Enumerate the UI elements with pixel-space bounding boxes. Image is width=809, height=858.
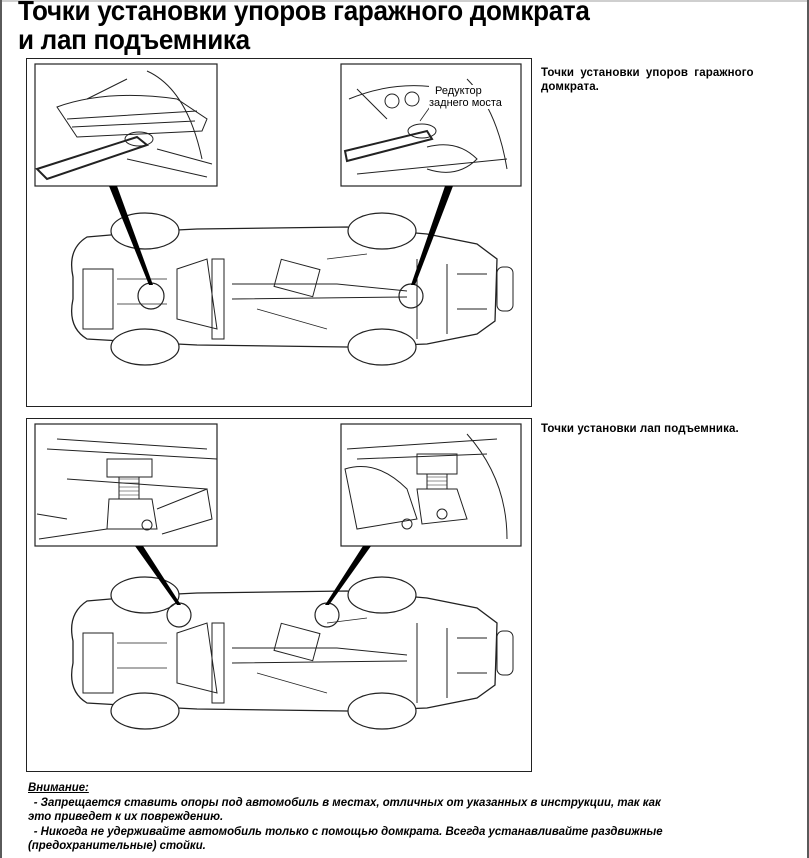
inset-front-jack-point bbox=[34, 63, 218, 187]
inset-front-lift-point bbox=[34, 423, 218, 547]
warning-heading: Внимание: bbox=[28, 780, 89, 794]
leader-line-front bbox=[109, 186, 153, 285]
callout-rear-differential-label: Редуктор заднего моста bbox=[429, 85, 502, 109]
warning-item-1-line-2: это приведет к их повреждению. bbox=[28, 809, 224, 823]
jack-point-rear-marker bbox=[398, 283, 424, 309]
page-title: Точки установки упоров гаражного домкрат… bbox=[18, 0, 590, 54]
car-underbody-outline bbox=[70, 590, 498, 712]
warning-item-1-line-1: - Запрещается ставить опоры под автомоби… bbox=[33, 794, 661, 809]
car-underbody-outline bbox=[70, 226, 498, 348]
caption-lift-arm-points: Точки установки лап подъемника. bbox=[541, 423, 739, 435]
wheel-rear-right bbox=[347, 328, 417, 366]
page-title-line-1: Точки установки упоров гаражного домкрат… bbox=[18, 0, 590, 26]
inset-rear-differential-point bbox=[340, 63, 522, 187]
leader-line-front bbox=[135, 546, 181, 605]
leader-line-rear bbox=[411, 186, 453, 285]
wheel-front-right bbox=[110, 692, 180, 730]
page-title-line-2: и лап подъемника bbox=[18, 24, 250, 55]
undercarriage-illustration-jack bbox=[34, 63, 522, 366]
warning-note: Внимание: - Запрещается ставить опоры по… bbox=[28, 780, 760, 853]
warning-item-2-line-2: (предохранительные) стойки. bbox=[28, 838, 206, 852]
page-edge-left bbox=[0, 0, 2, 858]
caption-garage-jack-points: Точки установки упоров гаражного домкрат… bbox=[541, 67, 754, 93]
wheel-rear-right bbox=[347, 692, 417, 730]
figure-lift-arm-points bbox=[26, 418, 532, 772]
lift-point-rear-marker bbox=[314, 602, 340, 628]
leader-line-rear bbox=[325, 546, 371, 605]
wheel-rear-left bbox=[347, 212, 417, 250]
undercarriage-illustration-lift bbox=[34, 423, 522, 730]
lift-point-front-marker bbox=[166, 602, 192, 628]
wheel-front-right bbox=[110, 328, 180, 366]
page-edge-right bbox=[807, 0, 809, 858]
wheel-front-left bbox=[110, 576, 180, 614]
jack-point-front-marker bbox=[137, 282, 165, 310]
page-edge-top bbox=[0, 0, 809, 2]
wheel-rear-left bbox=[347, 576, 417, 614]
inset-rear-lift-point bbox=[340, 423, 522, 547]
figure-garage-jack-points: Редуктор заднего моста bbox=[26, 58, 532, 407]
wheel-front-left bbox=[110, 212, 180, 250]
warning-item-2-line-1: - Никогда не удерживайте автомобиль толь… bbox=[33, 823, 663, 838]
